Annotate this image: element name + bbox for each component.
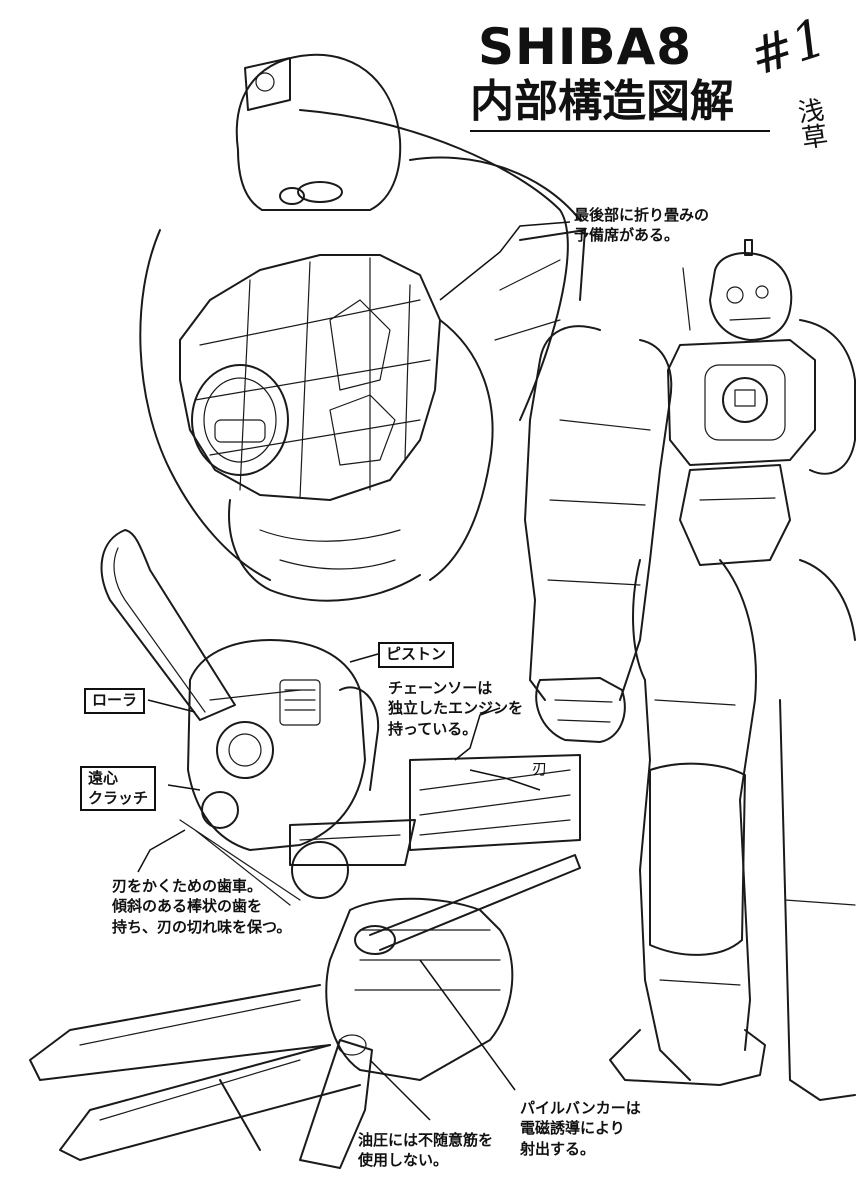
note-chainsaw-engine: チェーンソーは 独立したエンジンを 持っている。 <box>388 679 524 738</box>
title-underline <box>470 130 770 132</box>
label-centrifugal-clutch: 遠心 クラッチ <box>80 766 157 811</box>
author-signature: 浅草 <box>796 95 830 155</box>
leader-lines <box>137 221 571 1121</box>
robot-full-body-drawing <box>524 239 856 1101</box>
note-rear-seat: 最後部に折り畳みの 予備席がある。 <box>574 206 710 245</box>
chainsaw-drawing <box>100 529 581 906</box>
title-line-1: SHIBA8 <box>478 18 693 76</box>
label-roller: ローラ <box>84 688 146 714</box>
note-hydraulics: 油圧には不随意筋を 使用しない。 <box>358 1131 494 1170</box>
note-blade: 刃 <box>532 760 548 778</box>
pile-bunker-drawing <box>29 854 581 1169</box>
note-sharpening-gear: 刃をかくための歯車。 傾斜のある棒状の歯を 持ち、刃の切れ味を保つ。 <box>112 877 292 936</box>
label-piston: ピストン <box>378 642 455 668</box>
title-line-2: 内部構造図解 <box>470 76 734 127</box>
note-pile-bunker: パイルバンカーは 電磁誘導により 射出する。 <box>520 1099 641 1158</box>
cockpit-cutaway-drawing <box>139 53 586 602</box>
